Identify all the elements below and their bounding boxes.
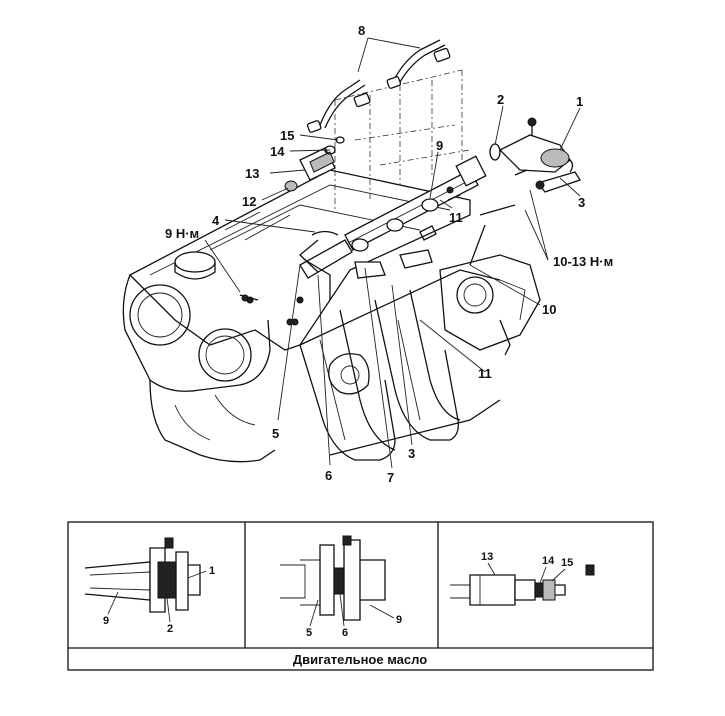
callout-15: 15: [280, 128, 294, 143]
callout-1: 1: [576, 94, 583, 109]
detail-panels: [67, 521, 654, 671]
panel1-label-9: 9: [103, 615, 109, 627]
panel2-label-5: 5: [306, 627, 312, 639]
bolts-and-clamps: [239, 169, 528, 326]
leader-lines: [204, 37, 581, 469]
torque-10-13-nm: 10-13 Н·м: [553, 254, 613, 269]
callout-labels: 8 1 2 3 9 15 14 13 12 4 9 Н·м 11 10-13 Н…: [165, 23, 613, 485]
panel3-label-13: 13: [481, 551, 493, 563]
torque-9-nm: 9 Н·м: [165, 226, 199, 241]
callout-11-top: 11: [449, 210, 463, 225]
detail-caption: Двигательное масло: [293, 652, 427, 667]
detail-panel-2: 5 6 9: [280, 535, 402, 639]
panel3-label-14: 14: [542, 555, 555, 567]
fuel-rail: [299, 155, 487, 279]
callout-4: 4: [212, 213, 220, 228]
panel1-label-1: 1: [209, 565, 215, 577]
injector-harness: [306, 39, 451, 133]
callout-11-bottom: 11: [478, 366, 492, 381]
callout-12: 12: [242, 194, 256, 209]
pressure-regulator: [498, 117, 581, 193]
callout-3-bottom: 3: [408, 446, 415, 461]
callout-5: 5: [272, 426, 279, 441]
panel1-label-2: 2: [167, 623, 173, 635]
panel2-label-6: 6: [342, 627, 348, 639]
callout-8: 8: [358, 23, 365, 38]
detail-panel-3: 13 14 15: [450, 551, 595, 606]
panel3-label-15: 15: [561, 557, 573, 569]
callout-9: 9: [436, 138, 443, 153]
detail-panel-1: 1 2 9: [84, 537, 215, 635]
callout-6: 6: [325, 468, 332, 483]
injector-exploded: [284, 136, 345, 192]
callout-3-top: 3: [578, 195, 585, 210]
engine-assembly: [122, 169, 541, 463]
callout-7: 7: [387, 470, 394, 485]
callout-10: 10: [542, 302, 556, 317]
o-ring: [489, 143, 501, 161]
panel2-label-9: 9: [396, 614, 402, 626]
callout-14: 14: [270, 144, 285, 159]
callout-2: 2: [497, 92, 504, 107]
callout-13: 13: [245, 166, 259, 181]
